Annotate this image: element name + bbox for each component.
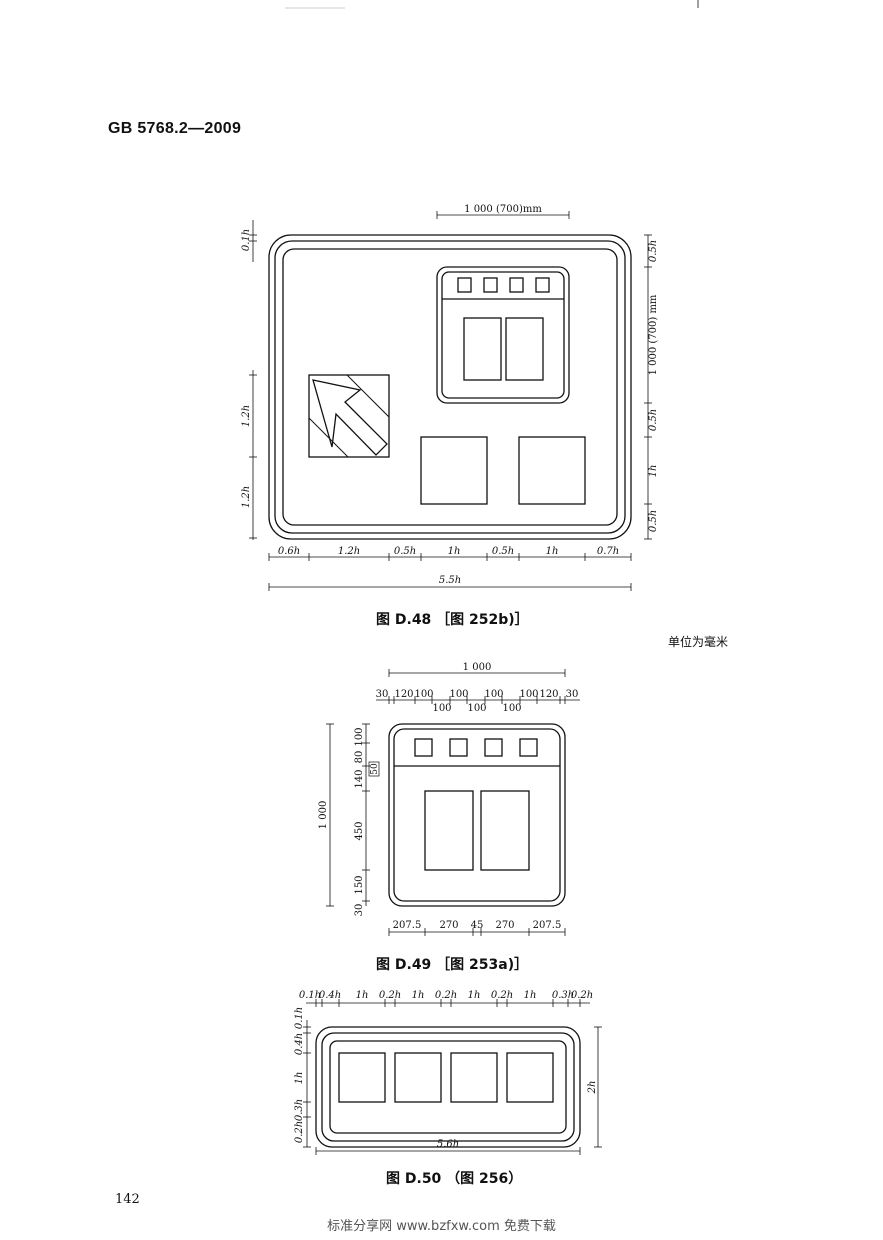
d48-left-mid2: 1.2h bbox=[241, 486, 252, 508]
d48-right-3: 1h bbox=[648, 465, 659, 478]
d49-top-6: 120 bbox=[539, 689, 558, 700]
d49-bottom-0: 207.5 bbox=[393, 920, 422, 931]
d49-top-lower-2: 100 bbox=[502, 703, 521, 714]
d49-bottom-3: 270 bbox=[495, 920, 514, 931]
d50-top-8: 1h bbox=[524, 990, 537, 1001]
d49-top-lower-1: 100 bbox=[467, 703, 486, 714]
d49-bottom-1: 270 bbox=[439, 920, 458, 931]
figure-d49 bbox=[388, 723, 566, 907]
d48-bottom-0: 0.6h bbox=[278, 546, 300, 557]
d48-bottom-4: 0.5h bbox=[492, 546, 514, 557]
d48-right-4: 0.5h bbox=[648, 510, 659, 532]
d49-bottom-4: 207.5 bbox=[533, 920, 562, 931]
d49-top-0: 30 bbox=[376, 689, 389, 700]
d48-bottom-1: 1.2h bbox=[338, 546, 360, 557]
d50-square-3 bbox=[450, 1052, 498, 1103]
d49-panel-left bbox=[424, 790, 474, 871]
d48-left-mid1: 1.2h bbox=[241, 405, 252, 427]
d48-arrow-box bbox=[308, 374, 390, 458]
d50-top-2: 1h bbox=[356, 990, 369, 1001]
d50-left-1: 0.4h bbox=[294, 1033, 305, 1055]
d49-top-3: 100 bbox=[449, 689, 468, 700]
d48-inset-inner bbox=[441, 271, 565, 399]
d48-bottom-6: 0.7h bbox=[597, 546, 619, 557]
footer-watermark: 标准分享网 www.bzfxw.com 免费下载 bbox=[327, 1219, 556, 1234]
d50-right: 2h bbox=[587, 1081, 598, 1095]
d49-left-4: 150 bbox=[354, 875, 365, 894]
d48-middle-border bbox=[274, 240, 626, 534]
d48-right-0: 0.5h bbox=[648, 240, 659, 262]
page-number: 142 bbox=[115, 1192, 140, 1207]
d50-inner-border bbox=[329, 1040, 567, 1134]
d48-outer-border bbox=[268, 234, 632, 540]
d50-square-1 bbox=[338, 1052, 386, 1103]
d50-square-4 bbox=[506, 1052, 554, 1103]
d50-top-3: 0.2h bbox=[379, 990, 401, 1001]
d49-inner-border bbox=[393, 728, 561, 902]
d49-dim-labels: 1 000 30 120 100 100 100 100 120 30 100 … bbox=[318, 662, 578, 931]
caption-d50: 图 D.50 （图 256） bbox=[386, 1171, 523, 1187]
d49-left-3: 450 bbox=[354, 821, 365, 840]
d49-left-2: 140 bbox=[354, 769, 365, 788]
d48-panel-left bbox=[463, 317, 502, 381]
d49-left-0: 100 bbox=[354, 727, 365, 746]
d50-top-10: 0.2h bbox=[571, 990, 593, 1001]
d48-bottom-2: 0.5h bbox=[394, 546, 416, 557]
d48-right-2: 0.5h bbox=[648, 409, 659, 431]
d49-left-total: 1 000 bbox=[318, 801, 329, 830]
figure-d50 bbox=[315, 1026, 581, 1148]
d48-right-1: 1 000 (700) mm bbox=[648, 294, 659, 375]
d48-left-top: 0.1h bbox=[241, 229, 252, 251]
d49-panel-right bbox=[480, 790, 530, 871]
d50-left-3: 0.3h bbox=[294, 1099, 305, 1121]
d48-dimensions bbox=[249, 211, 652, 591]
d50-outer-border bbox=[315, 1026, 581, 1148]
caption-d48: 图 D.48 ［图 252b)］ bbox=[376, 612, 529, 628]
d48-dim-labels: 1 000 (700)mm 0.1h 1.2h 1.2h 0.5h 1 000 … bbox=[241, 204, 659, 586]
d50-left-0: 0.1h bbox=[294, 1007, 305, 1029]
d49-bottom-2: 45 bbox=[471, 920, 484, 931]
d49-dimensions bbox=[326, 669, 580, 936]
figure-d48 bbox=[268, 234, 632, 540]
d48-inset-outer bbox=[436, 266, 570, 404]
d49-top-total: 1 000 bbox=[463, 662, 492, 673]
d48-inner-border bbox=[282, 248, 618, 526]
d49-top-5: 100 bbox=[519, 689, 538, 700]
d49-left-5: 30 bbox=[354, 904, 365, 917]
d49-top-1: 120 bbox=[394, 689, 413, 700]
d48-square-right bbox=[518, 436, 586, 505]
standard-number: GB 5768.2—2009 bbox=[108, 120, 242, 137]
d50-top-9: 0.3h bbox=[552, 990, 574, 1001]
d48-panel-right bbox=[505, 317, 544, 381]
d50-left-4: 0.2h bbox=[294, 1121, 305, 1143]
d49-inner-small: 50 bbox=[370, 763, 380, 775]
d50-top-1: 0.4h bbox=[319, 990, 341, 1001]
d50-top-4: 1h bbox=[412, 990, 425, 1001]
d50-left-2: 1h bbox=[294, 1072, 305, 1085]
d48-bottom-3: 1h bbox=[448, 546, 461, 557]
d48-top-label: 1 000 (700)mm bbox=[464, 204, 542, 215]
unit-note: 单位为毫米 bbox=[668, 635, 729, 649]
d50-top-7: 0.2h bbox=[491, 990, 513, 1001]
d50-middle-border bbox=[321, 1032, 575, 1142]
d48-arrow bbox=[312, 379, 388, 456]
d50-top-0: 0.1h bbox=[299, 990, 321, 1001]
d50-dimensions bbox=[303, 999, 602, 1155]
caption-d49: 图 D.49 ［图 253a)］ bbox=[376, 957, 529, 973]
d49-top-lower-0: 100 bbox=[432, 703, 451, 714]
d50-square-2 bbox=[394, 1052, 442, 1103]
d48-square-left bbox=[420, 436, 488, 505]
d49-top-7: 30 bbox=[566, 689, 579, 700]
d50-top-5: 0.2h bbox=[435, 990, 457, 1001]
d49-top-4: 100 bbox=[484, 689, 503, 700]
d48-total: 5.5h bbox=[439, 575, 461, 586]
d50-dim-labels: 0.1h 0.4h 1h 0.2h 1h 0.2h 1h 0.2h 1h 0.3… bbox=[294, 990, 598, 1150]
d49-left-1: 80 bbox=[354, 751, 365, 764]
d50-top-6: 1h bbox=[468, 990, 481, 1001]
d49-top-2: 100 bbox=[414, 689, 433, 700]
d50-total: 5.6h bbox=[437, 1139, 459, 1150]
d49-outer-border bbox=[388, 723, 566, 907]
d48-bottom-5: 1h bbox=[546, 546, 559, 557]
